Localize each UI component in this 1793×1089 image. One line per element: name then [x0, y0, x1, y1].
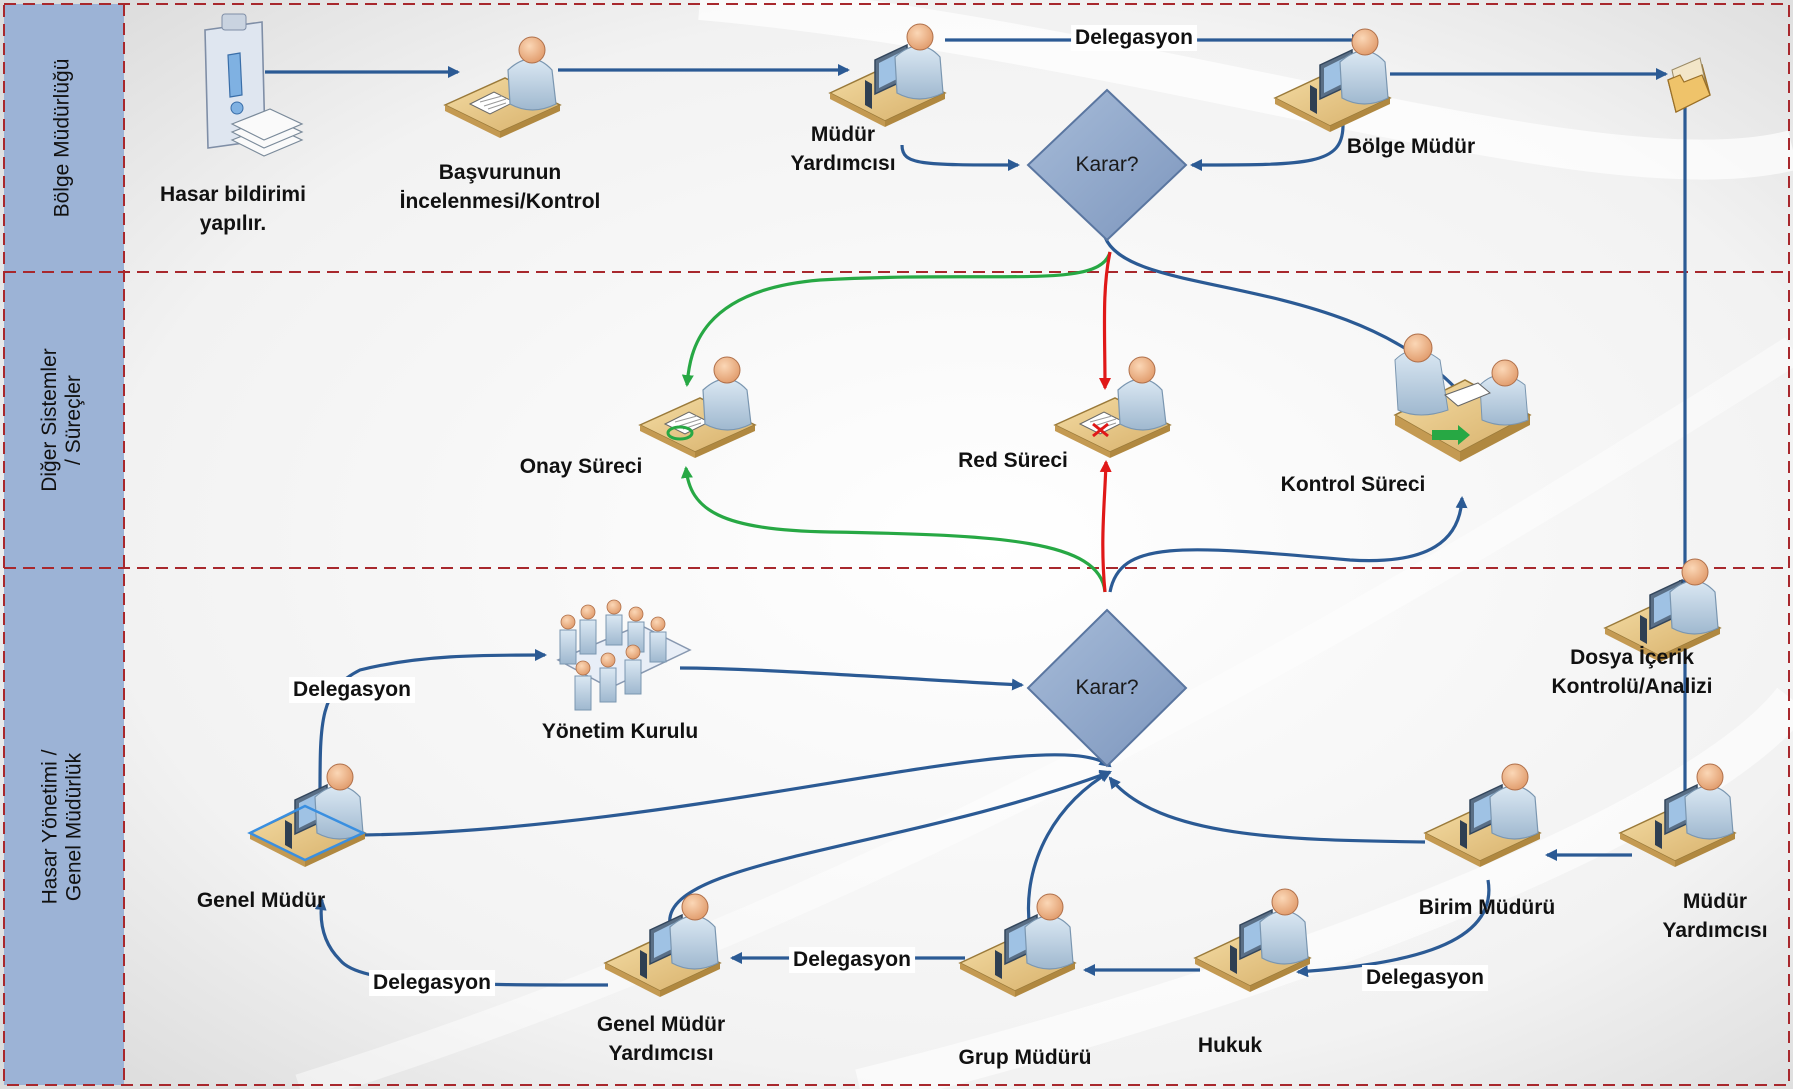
kontrol-meeting-icon — [1393, 333, 1532, 462]
flow-gmyard-to-genel — [314, 898, 609, 987]
red-desk-icon — [1054, 356, 1171, 459]
label-mudur-yard-top: Müdür Yardımcısı — [790, 123, 896, 175]
label-genel-mudur: Genel Müdür — [196, 889, 326, 912]
delegation-label-top: Delegasyon — [1071, 25, 1197, 51]
delegation-label-hukuk: Delegasyon — [1362, 965, 1488, 991]
flow-gmyard-to-karar — [668, 769, 1112, 926]
lane-header-bolge — [4, 4, 124, 272]
folder-icon — [1667, 57, 1711, 114]
label-grup-mudur: Grup Müdürü — [958, 1046, 1092, 1069]
clipboard-icon — [204, 13, 304, 157]
label-red: Red Süreci — [958, 449, 1068, 472]
delegation-label-yonetim: Delegasyon — [289, 677, 415, 703]
label-yonetim: Yönetim Kurulu — [541, 720, 699, 743]
label-birim-mudur: Birim Müdürü — [1418, 896, 1556, 919]
label-gm-yard: Genel Müdür Yardımcısı — [596, 1013, 726, 1065]
flow-karar2-to-red — [1099, 460, 1112, 593]
label-onay: Onay Süreci — [519, 455, 643, 478]
flow-birim-to-karar — [1108, 776, 1426, 844]
lane-label-hasar: Hasar Yönetimi / Genel Müdürlük — [38, 749, 86, 904]
decision-bottom-label: Karar? — [1075, 676, 1139, 699]
decision-top-label: Karar? — [1075, 153, 1139, 176]
label-basvuru: Başvurunun İncelenmesi/Kontrol — [399, 161, 601, 213]
flow-mudur-to-karar — [900, 144, 1020, 171]
label-kontrol: Kontrol Süreci — [1280, 473, 1426, 496]
flow-karar2-to-kontrol — [1108, 496, 1468, 593]
flow-genel-to-karar — [361, 753, 1112, 837]
lane-borders — [3, 3, 1790, 1086]
flow-birim-to-hukuk — [1296, 879, 1491, 978]
label-hasar-bildirimi: Hasar bildirimi yapılır. — [160, 183, 306, 235]
genel-mudur-icon — [247, 763, 366, 868]
lane-label-diger: Diğer Sistemler / Süreçler — [38, 348, 86, 492]
flow-grup-to-karar — [1026, 770, 1112, 931]
flow-bolge-to-karar — [1190, 124, 1345, 171]
label-dosya: Dosya İçerik Kontrolü/Analizi — [1551, 646, 1713, 698]
delegation-label-genel: Delegasyon — [369, 970, 495, 996]
decision-top — [1026, 88, 1188, 242]
board-meeting-icon — [556, 599, 692, 711]
flow-yonetim-to-karar — [679, 666, 1024, 691]
onay-desk-icon — [639, 356, 756, 459]
label-mudur-yard-bottom: Müdür Yardımcısı — [1662, 890, 1768, 942]
flow-karar-to-onay — [681, 251, 1112, 387]
lane-header-hasar — [4, 568, 124, 1085]
label-bolge-mudur: Bölge Müdür — [1346, 135, 1476, 158]
flow-karar-to-red — [1098, 251, 1112, 390]
flow-karar2-to-onay — [680, 466, 1107, 593]
label-hukuk: Hukuk — [1197, 1034, 1263, 1057]
delegation-label-gm-yard: Delegasyon — [789, 947, 915, 973]
lane-label-bolge: Bölge Müdürlüğü — [50, 58, 73, 218]
lane-header-diger — [4, 272, 124, 568]
flow-genel-to-yonetim — [318, 649, 547, 796]
decision-bottom — [1026, 608, 1188, 768]
